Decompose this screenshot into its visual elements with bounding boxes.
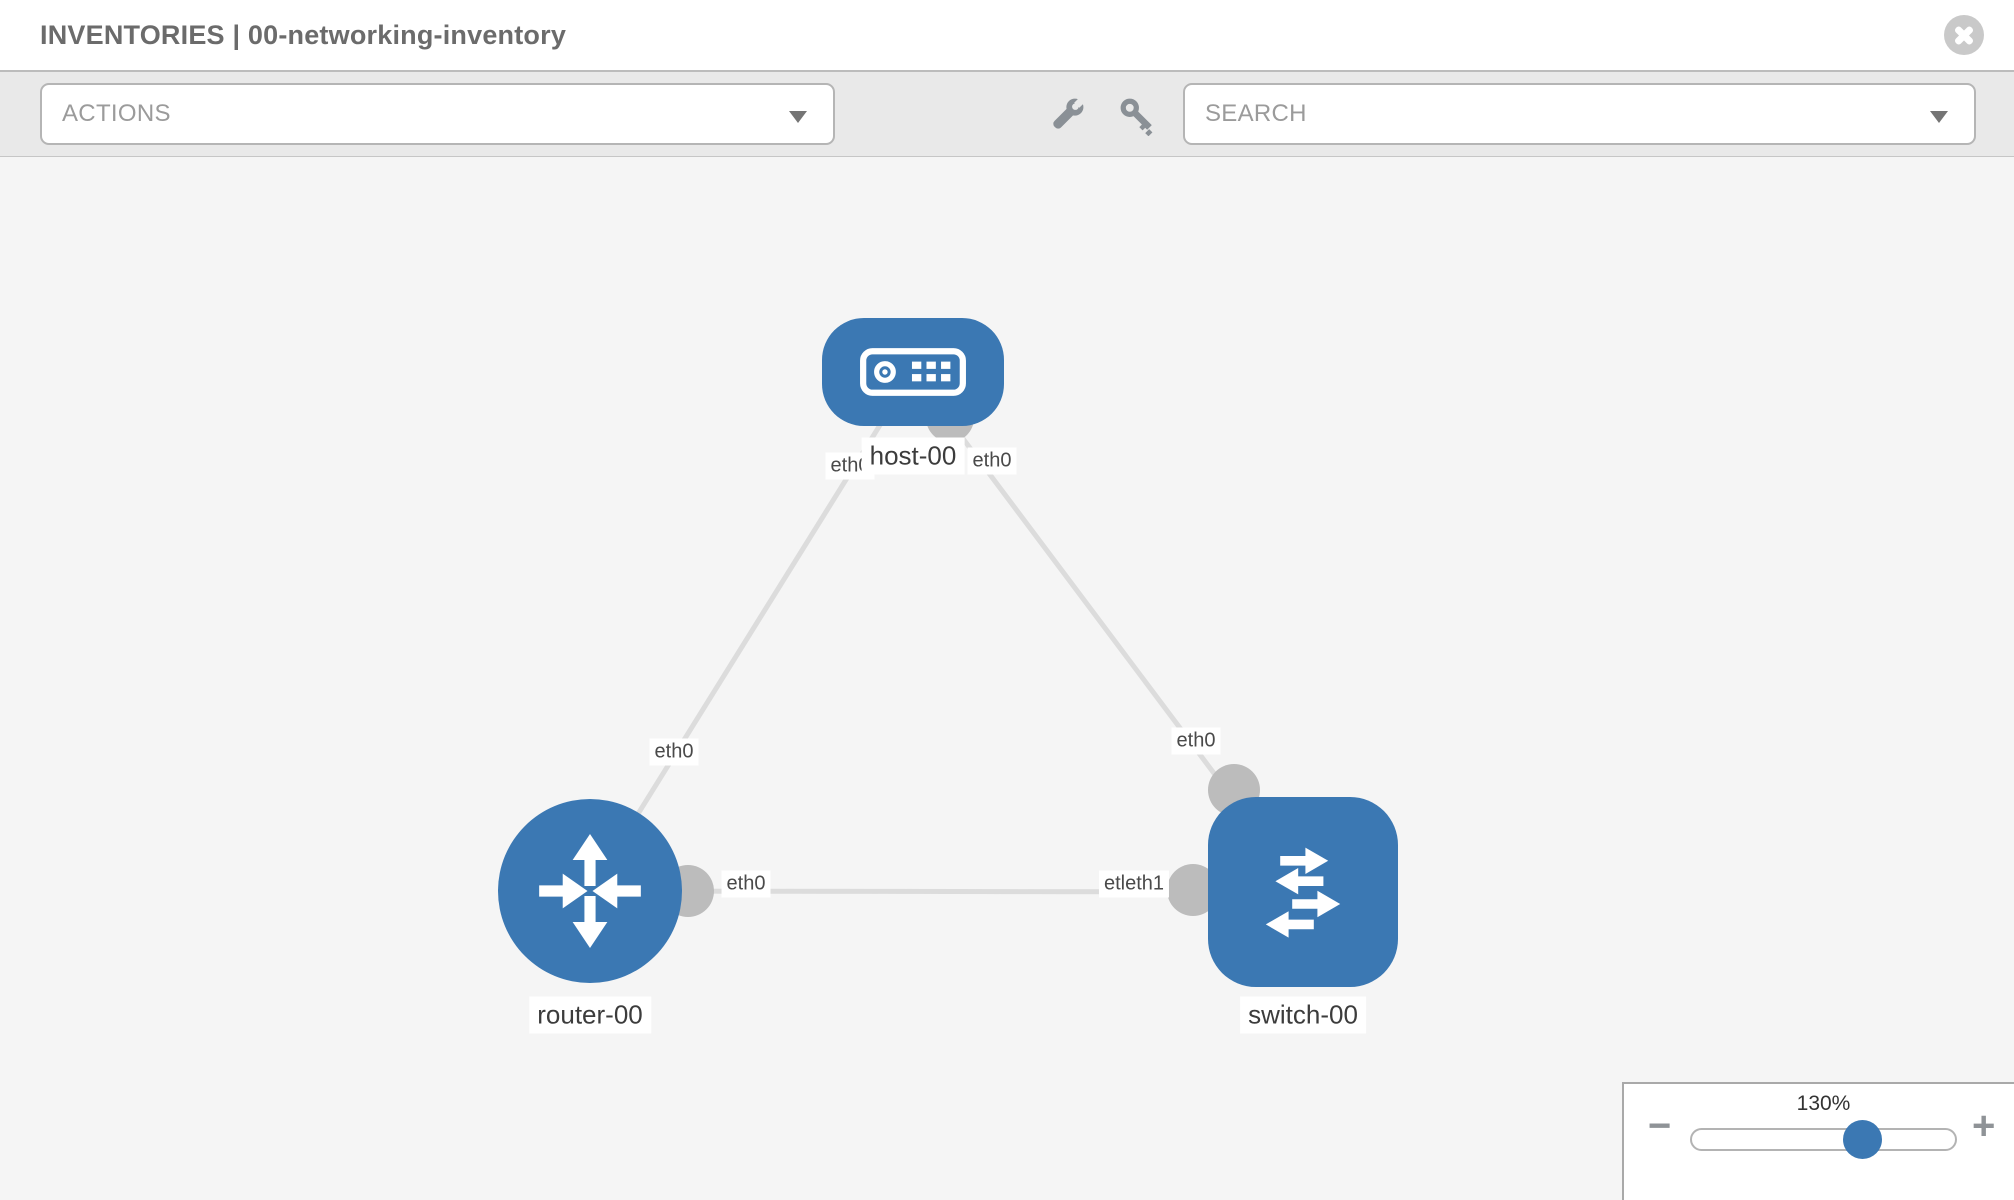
zoom-value: 130%	[1796, 1092, 1851, 1115]
toolbar: ACTIONS SEARCH	[0, 72, 2014, 157]
host-icon	[860, 348, 966, 396]
node-router[interactable]	[498, 799, 682, 983]
node-label-host[interactable]: host-00	[861, 437, 965, 475]
node-host[interactable]	[822, 318, 1004, 426]
node-label-switch[interactable]: switch-00	[1240, 996, 1366, 1034]
zoom-panel: 130% − +	[1622, 1082, 2014, 1200]
zoom-out-button[interactable]: −	[1648, 1104, 1672, 1148]
node-switch[interactable]	[1208, 797, 1398, 987]
close-icon[interactable]	[1944, 15, 1984, 55]
topology-canvas[interactable]: host-00 router-00 switch-00 eth0 eth0 et…	[0, 157, 2014, 1200]
zoom-in-button[interactable]: +	[1972, 1104, 1996, 1148]
search-dropdown[interactable]: SEARCH	[1183, 83, 1976, 145]
page-title: INVENTORIES | 00-networking-inventory	[40, 19, 567, 50]
router-icon	[539, 833, 641, 949]
zoom-slider[interactable]	[1690, 1120, 1957, 1159]
switch-icon	[1265, 847, 1341, 938]
interface-label-host-right: eth0	[967, 447, 1017, 475]
wrench-icon[interactable]	[1046, 94, 1088, 136]
key-icon[interactable]	[1116, 94, 1158, 136]
chevron-down-icon	[1930, 111, 1948, 123]
actions-dropdown-label: ACTIONS	[62, 100, 171, 127]
interface-label-switch-left: etleth1	[1098, 870, 1170, 898]
topology-links-layer	[587, 370, 1305, 917]
actions-dropdown[interactable]: ACTIONS	[40, 83, 835, 145]
chevron-down-icon	[789, 111, 807, 123]
zoom-slider-thumb[interactable]	[1843, 1120, 1882, 1159]
interface-label-router-right: eth0	[721, 870, 771, 898]
interface-port[interactable]	[1167, 864, 1219, 916]
interface-label-switch-top: eth0	[1171, 727, 1221, 755]
header: INVENTORIES | 00-networking-inventory	[0, 0, 2014, 72]
search-dropdown-label: SEARCH	[1205, 100, 1307, 127]
interface-label-router-top: eth0	[649, 738, 699, 766]
node-label-router[interactable]: router-00	[529, 996, 651, 1034]
